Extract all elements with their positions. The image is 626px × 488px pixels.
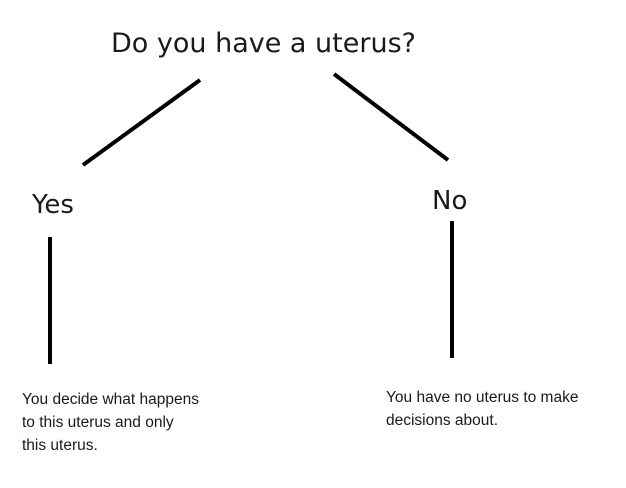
question-node: Do you have a uterus? <box>111 28 416 59</box>
no-branch-label: No <box>432 186 468 216</box>
question-to-yes-connector <box>81 78 202 167</box>
question-to-no-connector <box>332 72 450 162</box>
no-outcome-text: You have no uterus to make decisions abo… <box>386 389 579 429</box>
yes-branch-label: Yes <box>32 190 74 220</box>
yes-outcome-text: You decide what happens to this uterus a… <box>22 391 199 454</box>
